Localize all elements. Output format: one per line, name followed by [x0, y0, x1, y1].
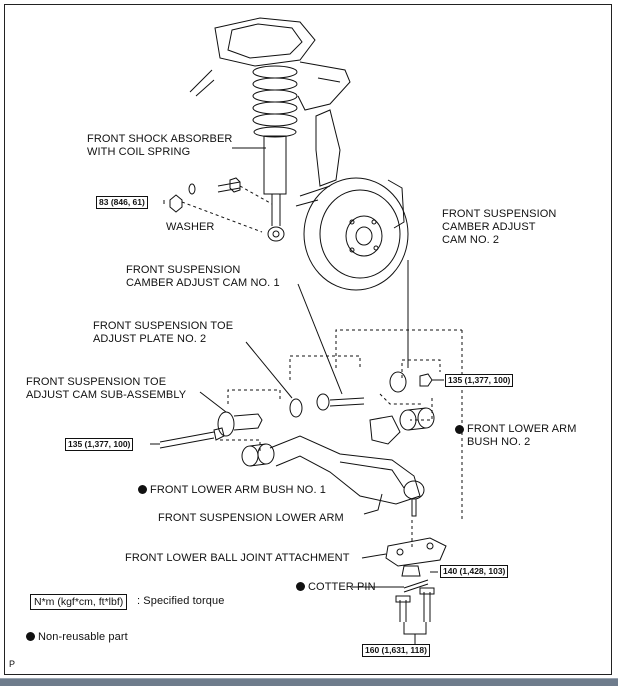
coil-spring — [252, 65, 298, 138]
label-washer: WASHER — [166, 221, 215, 233]
torque-spec-135-right: 135 (1,377, 100) — [445, 374, 514, 387]
torque-spec-135-left: 135 (1,377, 100) — [65, 438, 134, 451]
shock-lower-eye — [267, 226, 285, 242]
center-bolt — [289, 393, 365, 418]
lower-arm — [269, 435, 421, 505]
nonreusable-dot-icon — [296, 582, 305, 591]
nonreusable-dot-icon — [138, 485, 147, 494]
steering-knuckle — [315, 109, 341, 187]
label-lower-arm: FRONT SUSPENSION LOWER ARM — [158, 512, 344, 524]
label-cotter-pin: COTTER PIN — [296, 581, 376, 594]
label-toe-adjust-plate: FRONT SUSPENSION TOE ADJUST PLATE NO. 2 — [93, 320, 234, 345]
nonreusable-dot-icon — [455, 425, 464, 434]
camber-cam-2 — [389, 371, 407, 393]
left-bolt — [159, 431, 215, 449]
label-camber-cam-2: FRONT SUSPENSION CAMBER ADJUST CAM NO. 2 — [442, 208, 557, 246]
attachment-bolts — [395, 587, 435, 644]
label-shock-absorber: FRONT SHOCK ABSORBER WITH COIL SPRING — [87, 133, 233, 158]
lower-arm-bush-2 — [399, 407, 435, 431]
diagram-frame — [4, 4, 612, 675]
legend-torque-text: : Specified torque — [137, 595, 225, 607]
window-bottom-bar — [0, 678, 618, 686]
shock-body — [263, 135, 287, 195]
toe-cam-assembly — [217, 411, 263, 437]
torque-spec-140: 140 (1,428, 103) — [440, 565, 509, 578]
strut-mount — [214, 17, 316, 67]
label-camber-cam-1: FRONT SUSPENSION CAMBER ADJUST CAM NO. 1 — [126, 264, 280, 289]
upper-arm — [297, 61, 351, 111]
label-toe-adjust-cam: FRONT SUSPENSION TOE ADJUST CAM SUB-ASSE… — [26, 376, 187, 401]
ball-joint-attachment — [385, 537, 447, 567]
label-ball-joint-attachment: FRONT LOWER BALL JOINT ATTACHMENT — [125, 552, 350, 564]
cotter-pin-part — [403, 579, 429, 593]
shock-bolt — [169, 177, 241, 213]
label-lower-arm-bush-2: FRONT LOWER ARM BUSH NO. 2 — [455, 423, 576, 449]
castle-nut — [401, 565, 421, 577]
corner-mark: P — [9, 659, 16, 669]
torque-spec-83: 83 (846, 61) — [96, 196, 148, 209]
nonreusable-dot-icon — [26, 632, 35, 641]
torque-spec-160: 160 (1,631, 118) — [362, 644, 430, 657]
legend-nonreusable: Non-reusable part — [26, 631, 128, 644]
lower-arm-bush-1 — [241, 443, 275, 467]
disc-rotor — [303, 177, 409, 291]
label-lower-arm-bush-1: FRONT LOWER ARM BUSH NO. 1 — [138, 484, 326, 497]
callout-lines — [150, 147, 444, 588]
legend-torque-unit: N*m (kgf*cm, ft*lbf) — [30, 594, 128, 610]
